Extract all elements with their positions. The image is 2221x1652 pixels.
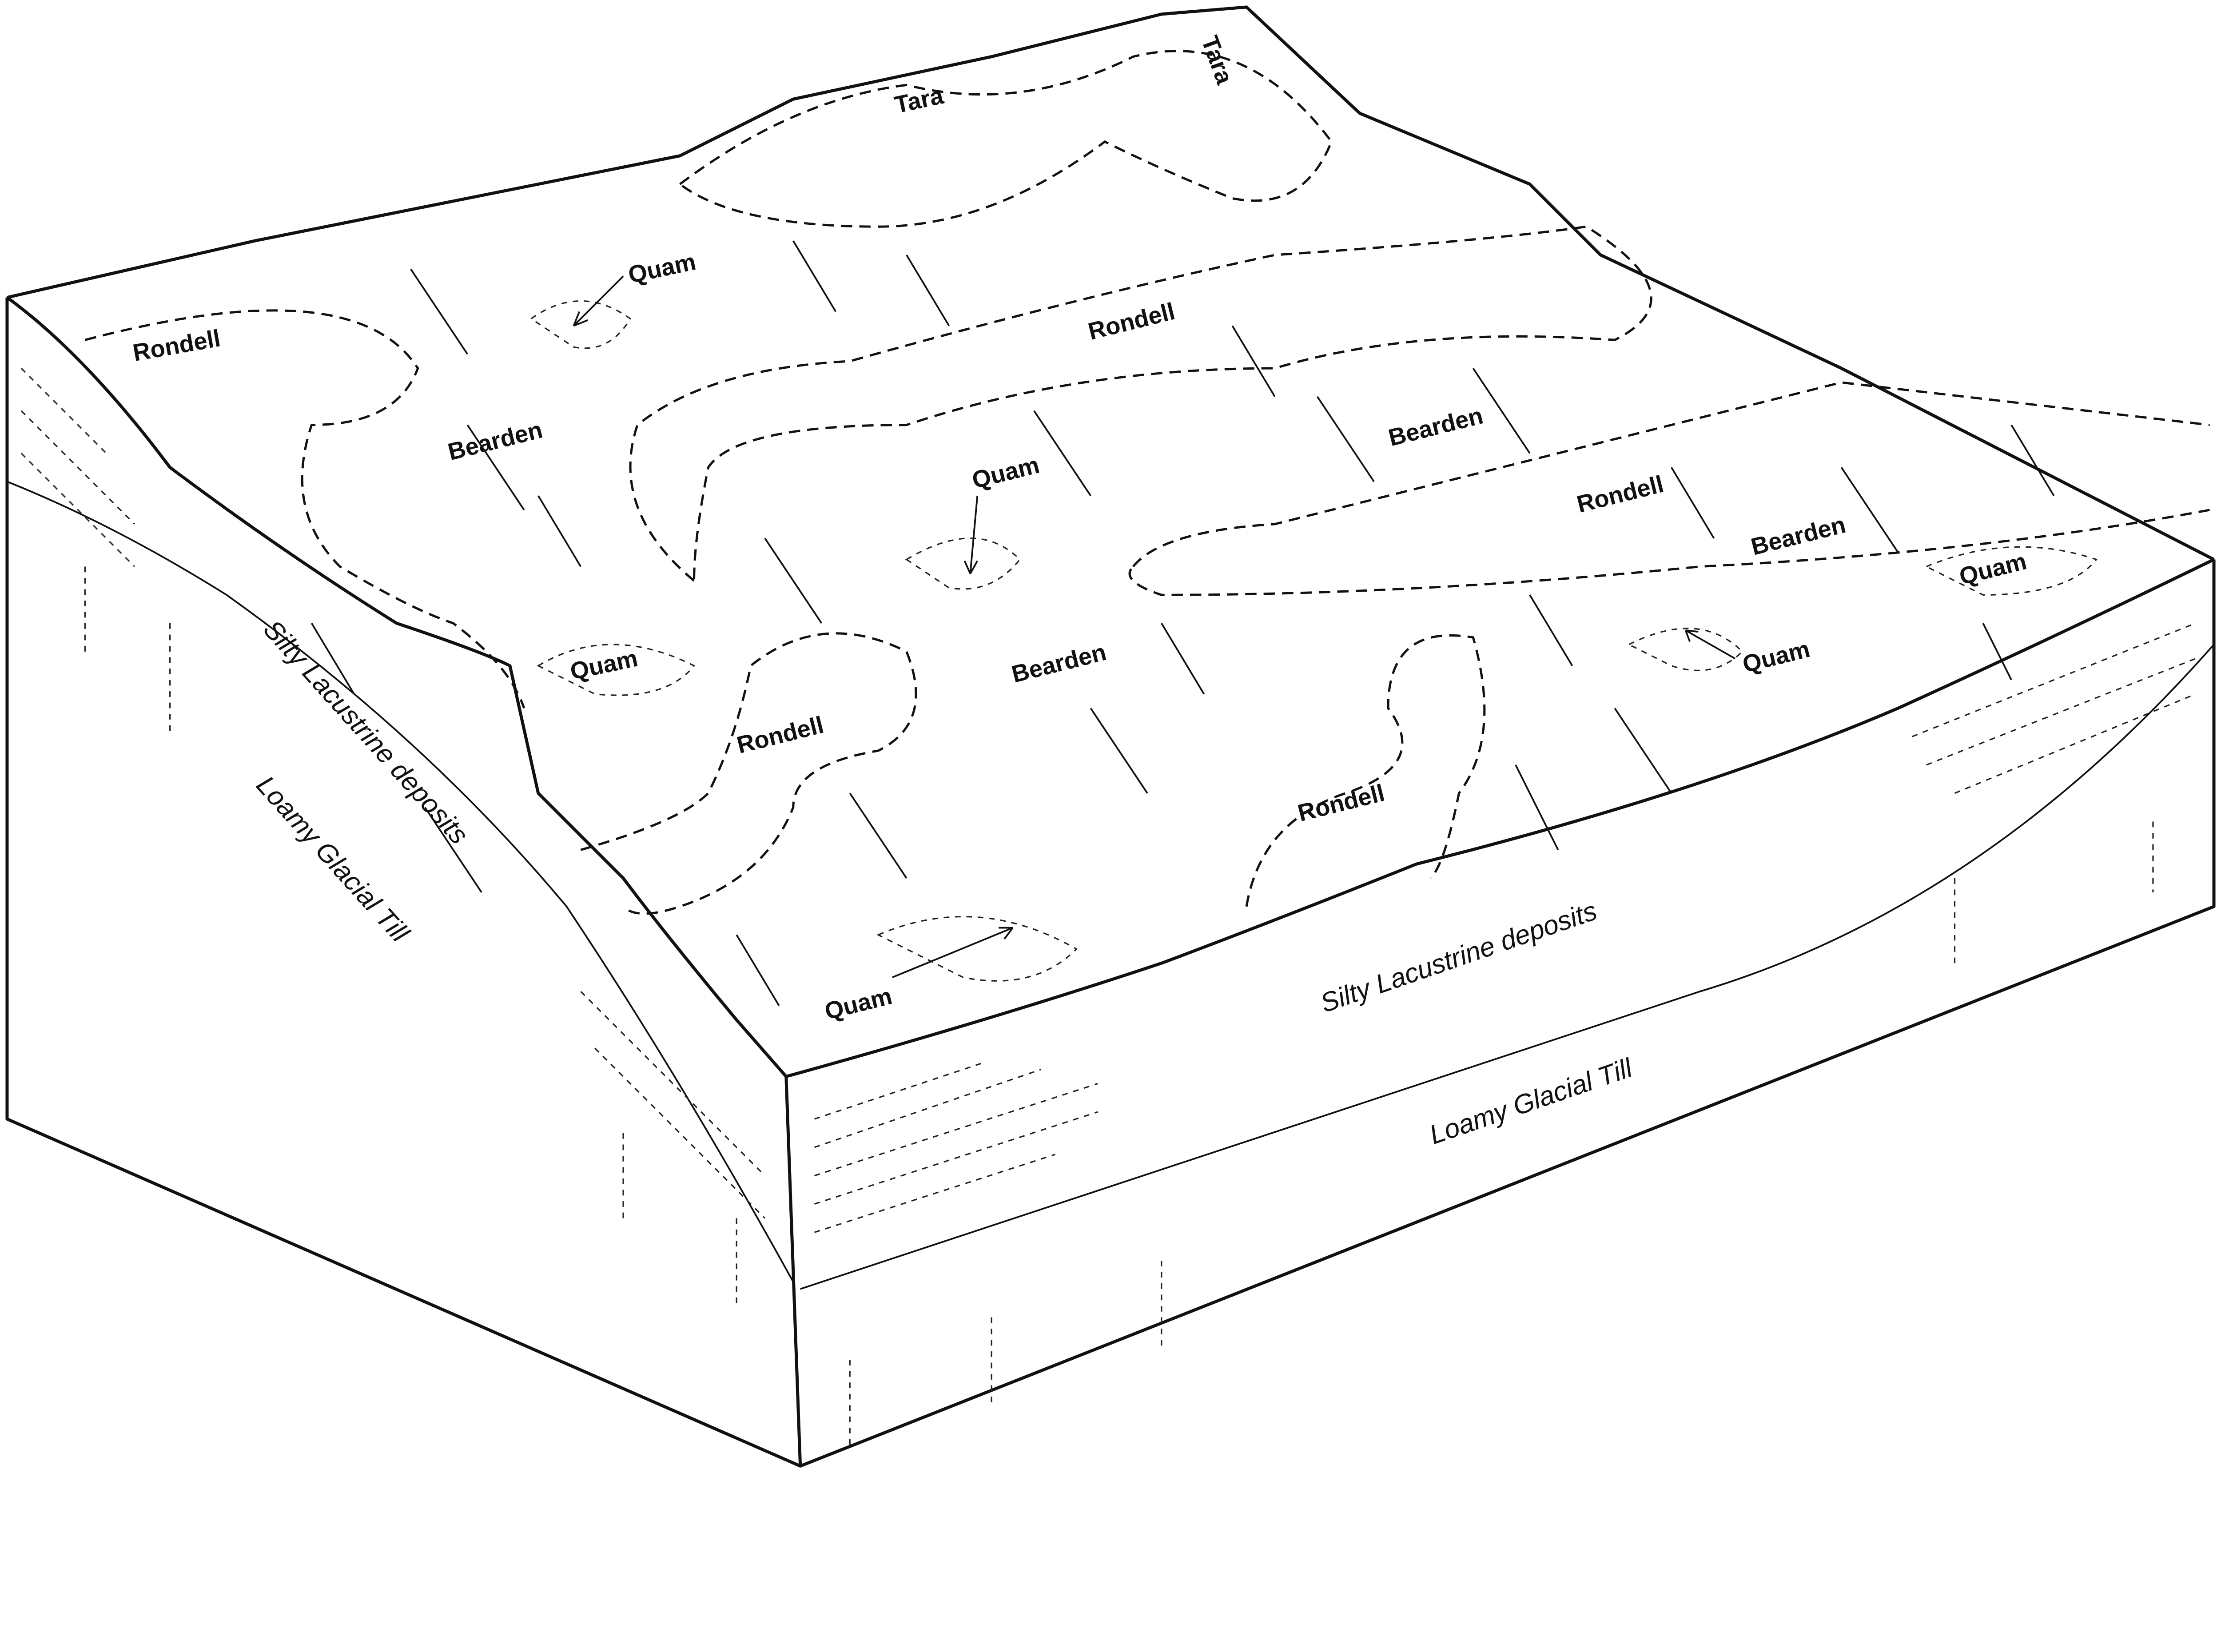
label-rondell: Rondell — [1574, 471, 1666, 518]
rondell-drainageways — [84, 50, 2210, 915]
label-tara: Tara — [892, 82, 946, 119]
quam-depression — [1924, 546, 2098, 596]
rondell-channel-lower-center — [580, 632, 917, 915]
layer-labels: Silty Lacustrine deposits Loamy Glacial … — [251, 614, 1636, 1150]
left-layer-boundary — [7, 481, 794, 1282]
slope-hachures — [310, 240, 2055, 1007]
layer-textures — [20, 367, 2196, 1445]
top-back-edge — [7, 5, 2215, 561]
label-quam: Quam — [969, 451, 1042, 494]
front-corner — [784, 1076, 802, 1466]
label-glacial-till-left: Loamy Glacial Till — [251, 770, 415, 948]
rondell-channel-center — [629, 225, 1652, 582]
slope-hachure-lines — [310, 240, 2055, 1007]
soil-labels: Tara Tara Rondell Quam Rondell Bearden B… — [131, 32, 2030, 1025]
right-layer-boundary — [800, 644, 2215, 1290]
quam-depression — [905, 537, 1021, 590]
label-quam: Quam — [568, 645, 640, 685]
rondell-channel-left — [84, 309, 525, 709]
arrow-icon — [892, 927, 1014, 979]
label-bearden: Bearden — [445, 416, 545, 466]
label-rondell: Rondell — [131, 325, 223, 366]
rondell-channel-lower-right — [1245, 634, 1486, 907]
left-top-edge — [6, 296, 788, 1078]
right-top-edge — [785, 558, 2215, 1078]
label-rondell: Rondell — [1295, 780, 1387, 827]
silt-texture — [20, 367, 2196, 1233]
label-rondell: Rondell — [1086, 298, 1178, 345]
soil-block-diagram: Tara Tara Rondell Quam Rondell Bearden B… — [5, 5, 2216, 1468]
label-glacial-till-right: Loamy Glacial Till — [1425, 1052, 1636, 1150]
till-texture — [84, 566, 2154, 1445]
label-tara: Tara — [1196, 32, 1238, 88]
arrow-icon — [963, 495, 979, 574]
quam-depression — [537, 644, 695, 696]
quam-depression — [876, 916, 1078, 982]
rondell-channel-right — [1128, 381, 2210, 596]
label-silty-lacustrine-right: Silty Lacustrine deposits — [1317, 895, 1601, 1018]
label-rondell: Rondell — [734, 712, 826, 759]
label-quam: Quam — [1957, 548, 2030, 590]
block-outline — [5, 5, 2216, 1468]
quam-depressions — [529, 275, 2098, 982]
label-quam: Quam — [626, 248, 698, 289]
label-quam: Quam — [1740, 636, 1813, 678]
arrow-icon — [1684, 629, 1736, 660]
label-bearden: Bearden — [1748, 511, 1848, 561]
quam-depression — [1627, 628, 1743, 671]
tara-hill — [679, 50, 1333, 228]
arrow-icon — [573, 275, 624, 327]
label-bearden: Bearden — [1386, 402, 1486, 451]
quam-depression — [529, 300, 632, 349]
label-quam: Quam — [822, 983, 895, 1025]
label-bearden: Bearden — [1009, 639, 1109, 688]
